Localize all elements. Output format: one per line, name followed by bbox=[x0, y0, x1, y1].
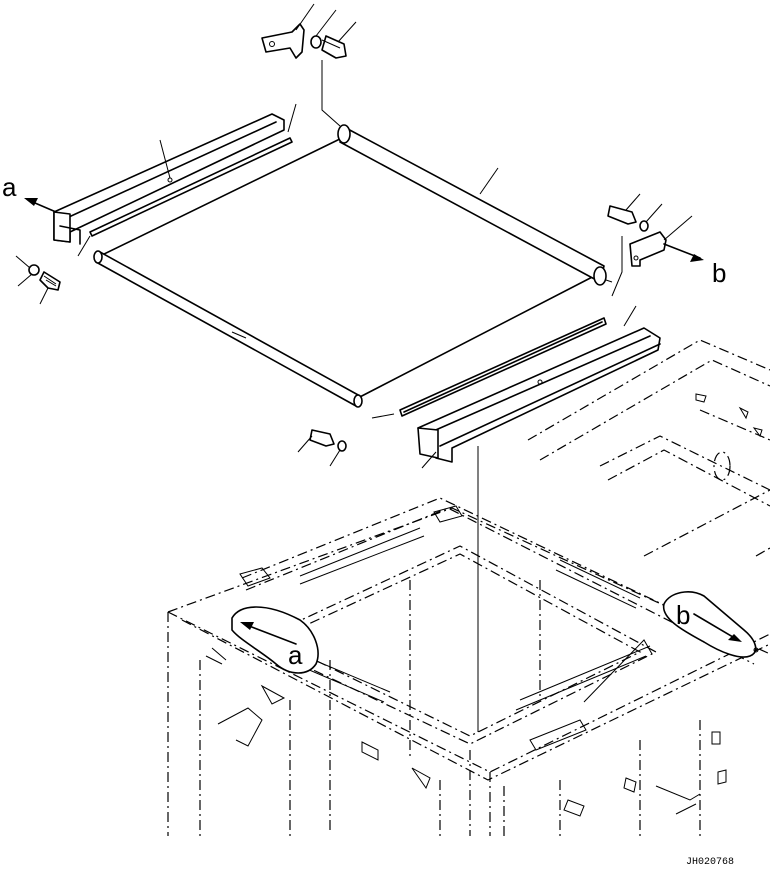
arrow-a-cab: a bbox=[231, 606, 319, 674]
middle-hardware-group bbox=[297, 413, 395, 467]
label-a-top: a bbox=[2, 172, 17, 202]
arrow-b-cab: b bbox=[663, 591, 759, 658]
left-bolt bbox=[39, 271, 61, 291]
middle-washer bbox=[337, 440, 347, 452]
top-bolt bbox=[321, 35, 347, 59]
label-a-cab: a bbox=[288, 640, 303, 670]
callout-a-cab bbox=[231, 606, 319, 674]
top-bracket-group bbox=[261, 3, 357, 127]
top-washer bbox=[310, 35, 322, 49]
top-bracket bbox=[261, 23, 305, 59]
arrow-a-top: a bbox=[2, 172, 57, 213]
left-rail-group bbox=[53, 103, 297, 257]
right-rail-group bbox=[399, 305, 661, 469]
right-washer bbox=[639, 220, 649, 232]
left-hardware-group bbox=[15, 255, 61, 305]
right-bracket bbox=[629, 231, 667, 267]
left-washer bbox=[28, 264, 40, 276]
middle-bolt bbox=[309, 429, 335, 447]
label-b-cab: b bbox=[676, 600, 690, 630]
left-rail-strip bbox=[89, 137, 293, 237]
cab-frame bbox=[167, 339, 770, 836]
right-bolt bbox=[607, 205, 637, 225]
drawing-code: JH020768 bbox=[686, 857, 734, 868]
label-b-top: b bbox=[712, 258, 726, 288]
callout-b-cab bbox=[663, 591, 757, 658]
sunshade-roller bbox=[93, 124, 613, 408]
right-bracket-group: b bbox=[607, 193, 726, 297]
